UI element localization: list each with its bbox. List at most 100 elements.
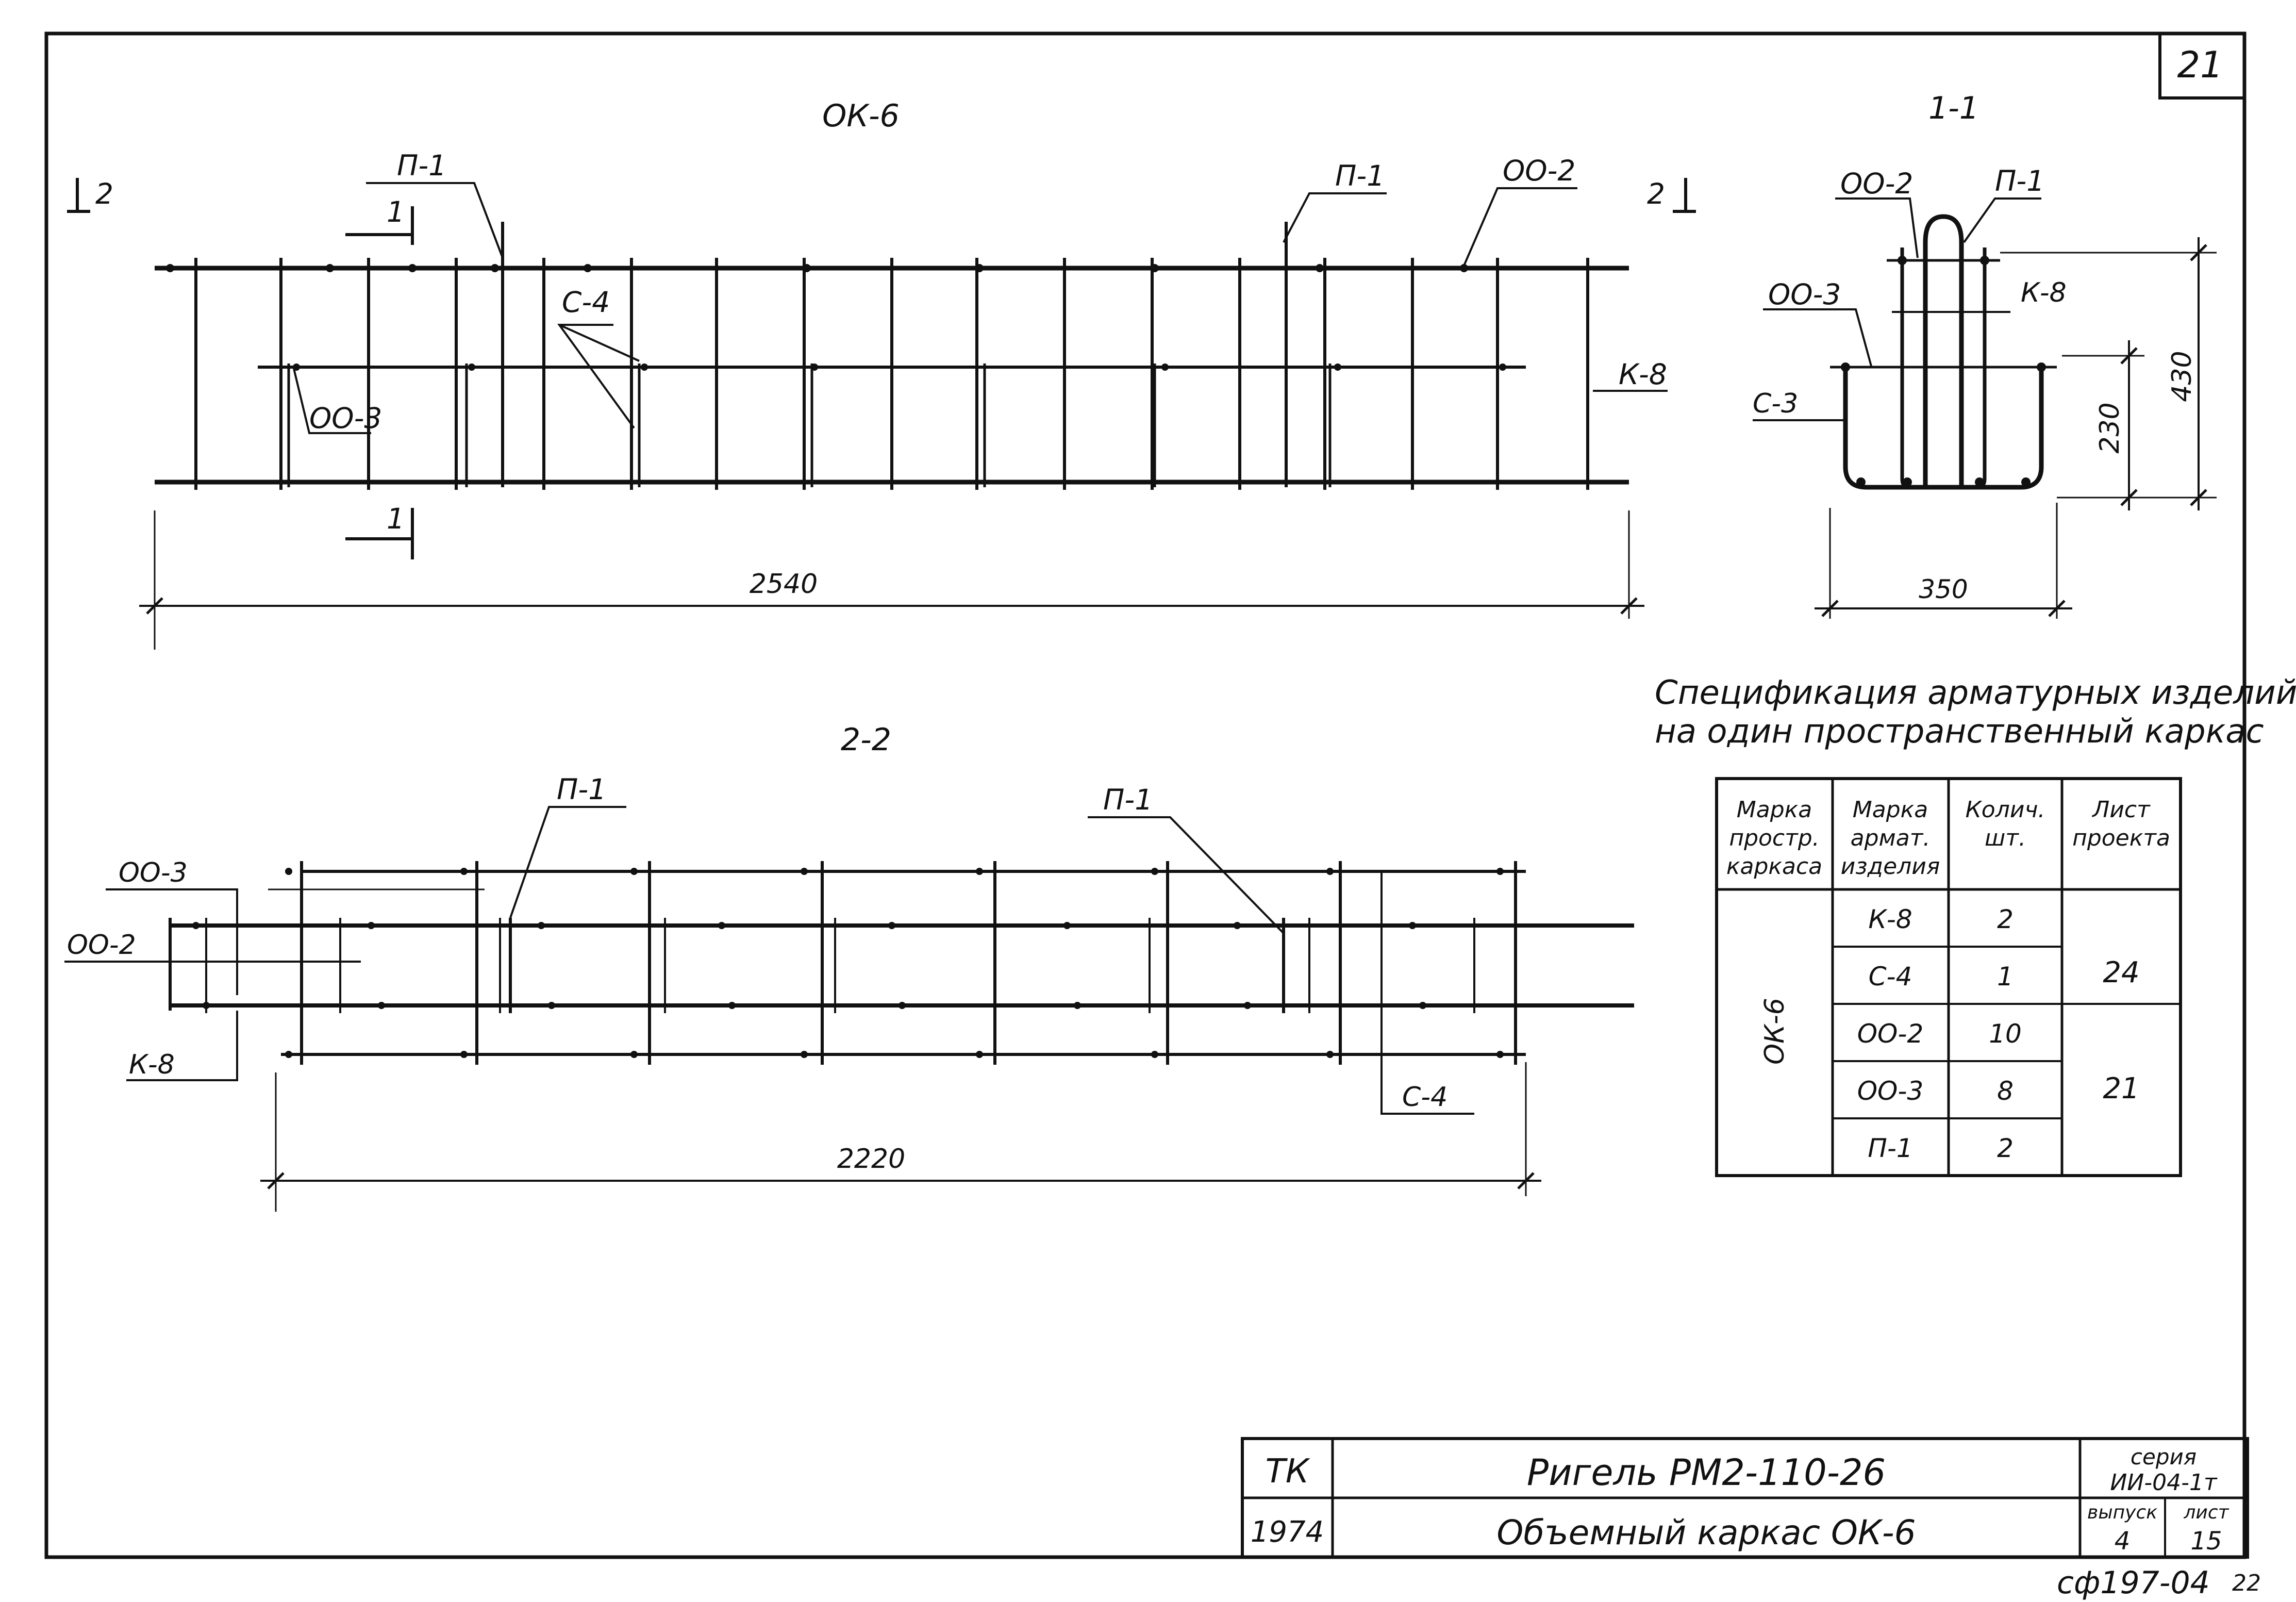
spec-title-line1: Спецификация арматурных изделий [1655, 674, 2296, 712]
main-vertical-bars [194, 222, 1589, 490]
plan-dot [538, 922, 545, 929]
main-view-title: ОК-6 [822, 98, 900, 134]
spec-frame-mark: ОК-6 [1759, 998, 1790, 1065]
plan-dot [192, 922, 199, 929]
plan-dot [460, 1051, 468, 1058]
plan-dot [1063, 922, 1071, 929]
label-s3-section: С-3 [1753, 388, 1798, 419]
weld-dot [1316, 264, 1324, 272]
dim-350-text: 350 [1919, 574, 1968, 604]
title-block-name: Ригель РМ2-110-26 [1527, 1451, 1886, 1494]
leader-oo2-section [1835, 197, 1919, 258]
weld-dot [803, 264, 811, 272]
label-p1-left: П-1 [397, 149, 446, 182]
label-p1-right: П-1 [1335, 159, 1385, 192]
cut-mark-bottom-label: 1 [387, 502, 405, 535]
section-dot [1898, 256, 1907, 265]
spec-row-item: К-8 [1868, 904, 1912, 934]
sheet-number-box [2158, 34, 2244, 100]
dim-2220-text: 2220 [837, 1144, 905, 1175]
plan-dot [1151, 868, 1158, 875]
leader-oo3-main [293, 368, 371, 434]
title-block-subtitle: Объемный каркас ОК-6 [1496, 1513, 1916, 1553]
plan-dot [285, 1051, 292, 1058]
label-k8-plan: К-8 [129, 1049, 175, 1080]
weld-dot [975, 264, 984, 272]
label-oo2-main: ОО-2 [1503, 154, 1575, 187]
plan-dot [1326, 1051, 1334, 1058]
spec-row-qty: 10 [1989, 1019, 2022, 1049]
plan-dot [460, 868, 468, 875]
weld-dot [326, 264, 334, 272]
dim-ticks-2220 [267, 1172, 1535, 1190]
plan-dot [1326, 868, 1334, 875]
section-dot [2021, 477, 2031, 487]
weld-dot [641, 364, 648, 371]
dim-ticks-2540 [146, 597, 1638, 615]
cut-mark-top [345, 206, 414, 245]
label-s4-main: С-4 [562, 286, 610, 319]
plan-dot [630, 868, 638, 875]
title-block-org: ТК [1266, 1452, 1310, 1491]
spec-sheet-group-1: 24 [2103, 956, 2139, 989]
title-block-issue-label: выпуск [2087, 1502, 2157, 1523]
spec-header-2b: армат. [1851, 825, 1931, 851]
plan-dot [888, 922, 895, 929]
plan-dot [1234, 922, 1241, 929]
cut-mark-bottom [345, 508, 414, 559]
spec-header-2c: изделия [1841, 853, 1940, 880]
plan-dot [378, 1002, 385, 1009]
label-oo2-section: ОО-2 [1840, 167, 1913, 200]
section-mark-left-label: 2 [95, 177, 113, 210]
dim-2540-text: 2540 [750, 569, 818, 600]
plan-dot [285, 868, 292, 875]
weld-dot [584, 264, 592, 272]
weld-dot [468, 364, 475, 371]
plan-dot [1496, 1051, 1504, 1058]
weld-dot [166, 264, 174, 272]
weld-dot [491, 264, 499, 272]
plan-dot [630, 1051, 638, 1058]
weld-dot [1334, 364, 1341, 371]
weld-dot [1151, 264, 1159, 272]
label-oo2-plan: ОО-2 [67, 930, 136, 961]
section-dot [1856, 477, 1866, 487]
section-mark-left [67, 178, 90, 213]
plan-vertical-bars [205, 861, 1517, 1065]
section-dot [1903, 477, 1912, 487]
section-dot [1980, 256, 1989, 265]
spec-header-3b: шт. [1985, 825, 2026, 851]
plan-dot [368, 922, 375, 929]
spec-title-line2: на один пространственный каркас [1655, 713, 2264, 751]
plan-dot [801, 868, 808, 875]
plan-dot [548, 1002, 555, 1009]
plan-dot [728, 1002, 736, 1009]
plan-dot [976, 868, 983, 875]
section-weld-dots [1841, 256, 2046, 487]
spec-row-qty: 2 [1997, 904, 2014, 934]
title-block-series-value: ИИ-04-1т [2110, 1469, 2218, 1496]
title-block-series-label: серия [2131, 1444, 2197, 1469]
section-mark-right-label: 2 [1647, 177, 1665, 210]
spec-row-qty: 2 [1997, 1133, 2014, 1163]
label-p1-plan-left: П-1 [557, 773, 606, 806]
archive-stamp-page: 22 [2232, 1570, 2261, 1596]
main-weld-dots [166, 264, 1506, 371]
plan-dot [718, 922, 725, 929]
section-stirrup [1843, 369, 2044, 490]
label-s4-plan: С-4 [1402, 1082, 1448, 1113]
weld-dot [1161, 364, 1169, 371]
dim-ticks-vertical [2120, 244, 2207, 506]
spec-header-1c: каркаса [1726, 853, 1822, 880]
spec-header-3: Колич. [1966, 797, 2045, 823]
sheet-number: 21 [2177, 44, 2223, 86]
weld-dot [1460, 264, 1468, 272]
spec-row-item: ОО-2 [1857, 1019, 1924, 1049]
label-p1-plan-right: П-1 [1103, 783, 1153, 816]
spec-row-qty: 1 [1997, 962, 2014, 992]
weld-dot [811, 364, 818, 371]
spec-row-item: ОО-3 [1857, 1076, 1924, 1106]
leader-s4-plan [1380, 871, 1474, 1115]
plan-dot [1419, 1002, 1426, 1009]
